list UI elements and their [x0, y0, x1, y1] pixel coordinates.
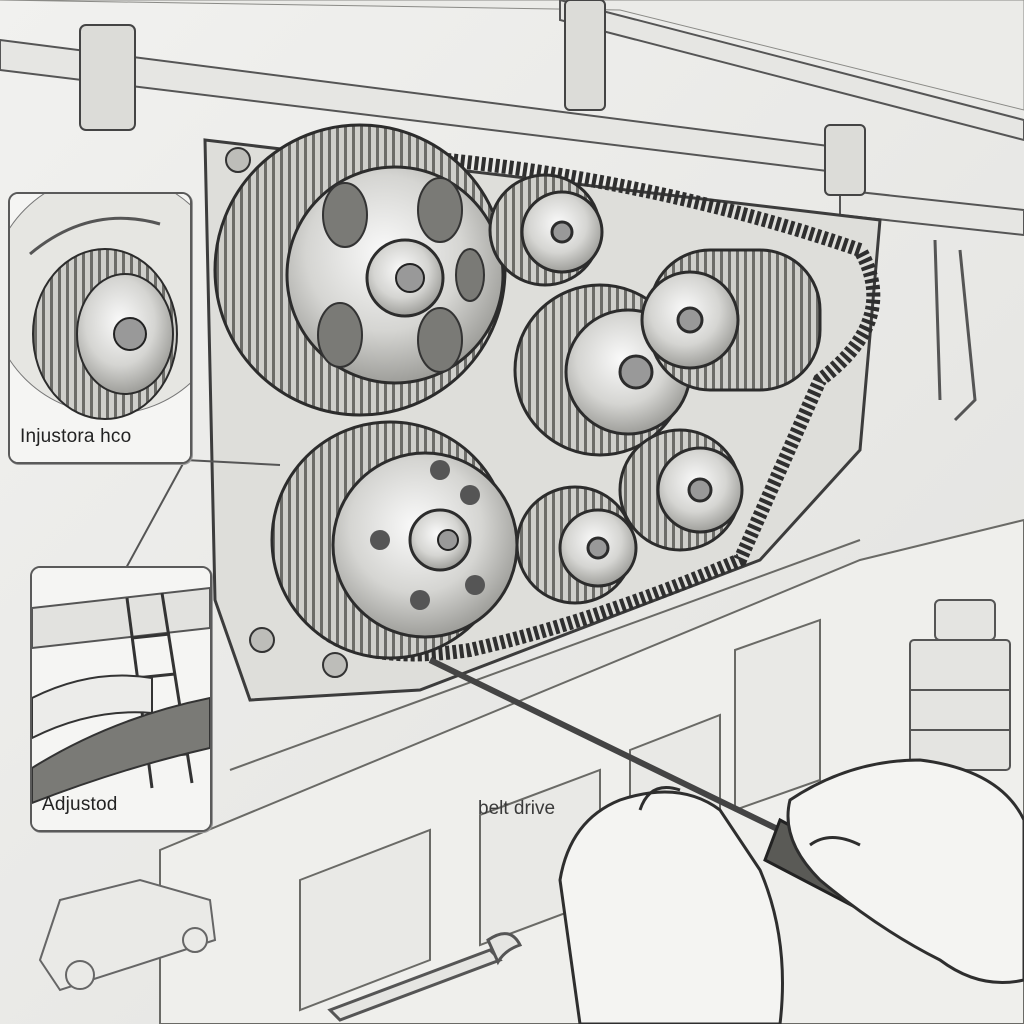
lower-pulley — [270, 420, 519, 660]
hanging-tools — [933, 239, 977, 422]
callout-top: Injustora hco — [8, 192, 192, 464]
callout-bottom: Adjustod — [30, 566, 212, 832]
callout-top-label: Injustora hco — [20, 426, 132, 447]
rail-bracket — [79, 0, 866, 196]
hands — [558, 758, 1024, 1024]
callout-bottom-label: Adjustod — [42, 794, 118, 815]
callout-bottom-illustration — [32, 568, 210, 830]
belt-drive-label: belt drive — [478, 798, 556, 819]
ceiling — [0, 0, 1024, 111]
upper-pulley — [213, 123, 507, 417]
wrench-icon — [327, 932, 523, 1022]
callout-top-illustration — [10, 194, 190, 462]
plate-bolts — [225, 147, 348, 678]
callout-leaders — [124, 459, 281, 571]
idler-pulleys — [488, 173, 822, 605]
car-sketch — [38, 878, 217, 992]
tool-cabinet — [909, 599, 1011, 771]
